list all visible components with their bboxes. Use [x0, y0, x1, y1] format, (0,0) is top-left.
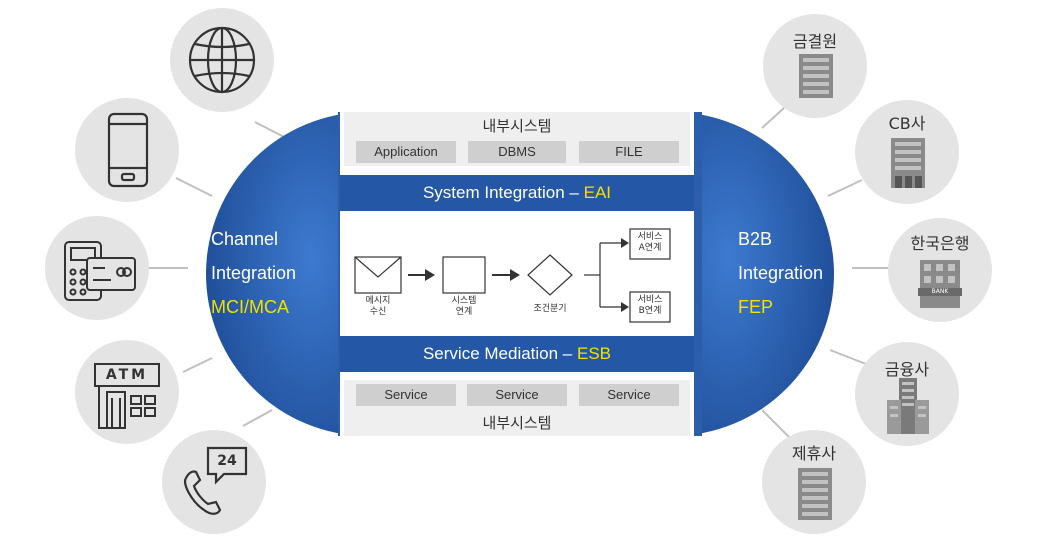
bank-building-icon [918, 260, 962, 308]
card-terminal-icon [64, 241, 136, 301]
node-label-geumgyeolwon: 금결원 [792, 32, 838, 51]
node-bank-of-korea: 한국은행 BANK [888, 218, 992, 322]
service-box-3: Service [579, 384, 679, 406]
mobile-channel [75, 98, 179, 202]
esb-accent: ESB [577, 344, 612, 363]
office-building-icon [891, 138, 925, 188]
service-box-1: Service [356, 384, 456, 406]
flow-diagram [354, 228, 671, 323]
atm-icon [94, 363, 160, 429]
outA-line2: A연계 [638, 243, 662, 253]
outA-line1: 서비스 [637, 232, 663, 242]
phone-24-icon [184, 446, 248, 515]
step1-line1: 메시지 [365, 296, 391, 306]
office-building-icon [798, 468, 832, 520]
file-box: FILE [579, 141, 679, 163]
node-geumgyeolwon: 금결원 [763, 14, 867, 118]
node-label-cb: CB사 [888, 114, 926, 133]
skyscraper-icon [887, 378, 929, 434]
bank-sign: BANK [931, 288, 949, 295]
mci-mca-label: MCI/MCA [211, 297, 289, 317]
channel-integration-label: Integration [211, 263, 297, 283]
node-label-financial-company: 금융사 [884, 360, 930, 379]
phone-banking-channel: 24 [162, 430, 266, 534]
top-panel-title: 내부시스템 [482, 117, 552, 135]
node-label-partner: 제휴사 [791, 444, 837, 463]
node-financial-company: 금융사 [855, 342, 959, 446]
step2-line2: 연계 [455, 307, 473, 317]
outB-line1: 서비스 [637, 295, 663, 305]
b2b-label: B2B [738, 229, 773, 249]
channel-label: Channel [211, 229, 279, 249]
node-cb: CB사 [855, 100, 959, 204]
globe-icon [188, 26, 256, 94]
outB-line2: B연계 [638, 306, 662, 316]
dbms-box: DBMS [468, 141, 566, 163]
esb-band: Service Mediation – ESB [340, 336, 694, 372]
globe-channel [170, 8, 274, 112]
eai-accent: EAI [583, 183, 612, 202]
atm-channel: ATM [75, 340, 179, 444]
step-condition-branch: 조건분기 [533, 304, 567, 314]
fep-label: FEP [738, 297, 774, 317]
node-label-bank-of-korea: 한국은행 [910, 234, 970, 253]
application-box: Application [356, 141, 456, 163]
esb-band-text: Service Mediation – [422, 344, 577, 363]
bottom-panel-title: 내부시스템 [482, 414, 552, 432]
eai-band-text: System Integration – [422, 183, 584, 202]
smartphone-icon [107, 112, 149, 188]
step2-line1: 시스템 [451, 296, 477, 306]
eai-band: System Integration – EAI [340, 175, 694, 211]
atm-text: ATM [105, 367, 149, 383]
step1-line2: 수신 [369, 307, 387, 317]
b2b-integration-label: Integration [738, 263, 824, 283]
office-building-icon [799, 54, 833, 98]
card-terminal-channel [45, 216, 149, 320]
node-partner: 제휴사 [762, 430, 866, 534]
service-box-2: Service [467, 384, 567, 406]
phone-badge-24: 24 [217, 453, 237, 469]
